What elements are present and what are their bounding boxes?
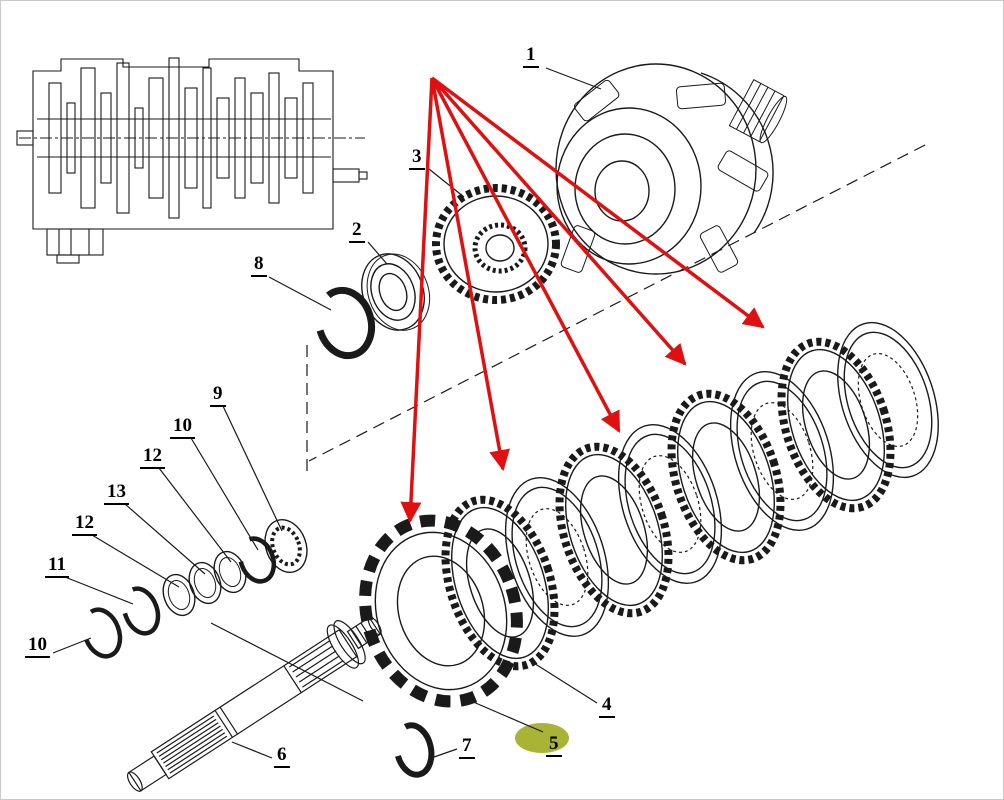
steel-plate: [837, 321, 939, 479]
part-label-11[interactable]: 11: [45, 555, 69, 578]
part-label-7[interactable]: 7: [459, 736, 475, 759]
callout-arrow: [430, 76, 765, 329]
snap-ring-part-7: [393, 722, 435, 778]
steel-plate: [617, 423, 723, 585]
friction-disc: [777, 337, 895, 513]
snap-ring-part-10: [237, 536, 277, 584]
part-label-3[interactable]: 3: [409, 147, 425, 170]
shaft-part-6: [126, 616, 382, 792]
friction-disc: [667, 389, 785, 565]
clutch-drum-part-1: [555, 63, 788, 275]
part-label-12a[interactable]: 12: [140, 446, 165, 469]
part-label-2[interactable]: 2: [349, 220, 365, 243]
callout-arrows: [400, 76, 765, 524]
steel-plate: [729, 370, 835, 532]
highlight-part-5: [515, 723, 569, 753]
friction-disc: [555, 442, 673, 618]
bearing-part-2: [361, 253, 431, 331]
part-label-4[interactable]: 4: [599, 695, 615, 718]
clutch-pack-discs: [359, 321, 939, 708]
assembly-axis-lines: [306, 144, 926, 471]
callout-arrow: [400, 77, 434, 524]
friction-disc-part-4: [441, 495, 559, 671]
leader-lines: [52, 67, 602, 759]
part-label-10b[interactable]: 10: [25, 635, 50, 658]
part-label-1[interactable]: 1: [523, 45, 539, 68]
callout-arrow: [430, 77, 510, 472]
part-label-12b[interactable]: 12: [72, 513, 97, 536]
drum-hub: [728, 79, 788, 144]
part-label-13[interactable]: 13: [104, 482, 129, 505]
washer-part-12b: [162, 573, 196, 617]
part-label-10a[interactable]: 10: [170, 416, 195, 439]
callout-arrow: [430, 76, 687, 366]
snap-ring-part-10b: [81, 607, 123, 659]
washer-stack-parts-9-13: [81, 519, 308, 659]
clutch-plate-part-5: [359, 514, 523, 708]
snap-ring-part-11: [121, 586, 161, 636]
callout-arrow: [430, 77, 621, 433]
snap-ring-part-8: [314, 286, 376, 360]
part-label-6[interactable]: 6: [274, 745, 290, 768]
steel-plate: [504, 476, 610, 638]
gear-hub-part-3: [432, 184, 560, 304]
part-label-5[interactable]: 5: [546, 734, 562, 757]
part-label-9[interactable]: 9: [210, 384, 226, 407]
part-label-8[interactable]: 8: [251, 254, 267, 277]
transmission-schematic: [16, 57, 368, 264]
